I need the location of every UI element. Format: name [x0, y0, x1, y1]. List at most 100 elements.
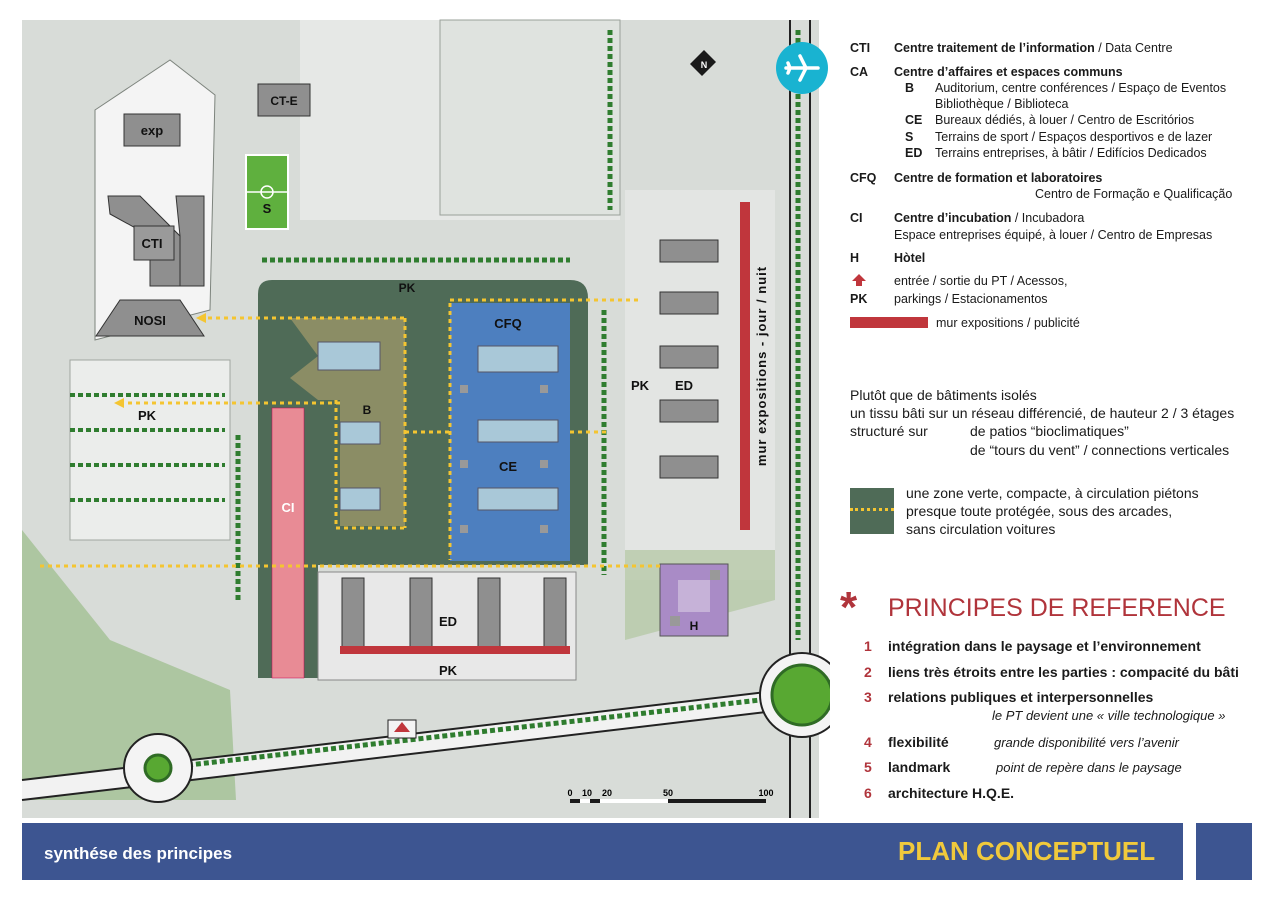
label-ed-bottom: ED [439, 614, 457, 629]
footer-bar-end [1196, 823, 1252, 880]
scale-tick-10: 10 [582, 788, 592, 798]
legend-ca-item-b: Auditorium, centre conférences / Espaço … [935, 81, 1227, 95]
asterisk-icon: * [840, 583, 858, 632]
principle-3-text: relations publiques et interpersonnelles [888, 689, 1154, 705]
label-wall-text: mur expositions - jour / nuit [754, 266, 769, 466]
legend-cfq-sub: Centro de Formação e Qualificação [1035, 187, 1233, 201]
scale-tick-100: 100 [758, 788, 773, 798]
site-plan: exp CTI NOSI CT-E PK S PK B CFQ CE CI ED… [21, 19, 830, 818]
tower-1 [460, 385, 468, 393]
concept-line-2: un tissu bâti sur un réseau différencié,… [850, 405, 1235, 421]
hotel-tower-1 [710, 570, 720, 580]
principle-4-num: 4 [864, 734, 872, 750]
hotel-patio [678, 580, 710, 612]
label-cti: CTI [142, 236, 163, 251]
legend-ca-title: Centre d’affaires et espaces communs [894, 65, 1123, 79]
building-nosi [95, 299, 205, 337]
tower-5 [460, 525, 468, 533]
legend-ci-line1: Centre d’incubation / Incubadora [894, 210, 1084, 226]
principle-2-num: 2 [864, 664, 872, 680]
label-h: H [690, 619, 699, 633]
principle-5-note: point de repère dans le paysage [996, 760, 1182, 775]
green-zone-line-1: une zone verte, compacte, à circulation … [906, 485, 1199, 501]
label-ci: CI [282, 500, 295, 515]
patio-b-3 [339, 487, 381, 511]
concept-line-4: de “tours du vent” / connections vertica… [970, 442, 1230, 458]
scale-bar-segment-2 [600, 799, 668, 803]
legend-ca-item-ed-abbr: ED [905, 146, 923, 160]
tower-3 [460, 460, 468, 468]
legend-ca-item-ce: Bureaux dédiés, à louer / Centro de Escr… [935, 113, 1195, 127]
ed-east-building-3 [659, 345, 719, 369]
label-north: N [701, 60, 708, 70]
legend-access: entrée / sortie du PT / Acessos, [894, 274, 1068, 288]
building-cti-frame-2 [175, 195, 205, 287]
scale-bar: 0 10 20 50 100 [567, 788, 774, 803]
legend-cfq-title: Centre de formation et laboratoires [894, 171, 1103, 185]
scale-tick-0: 0 [567, 788, 572, 798]
principle-3-num: 3 [864, 689, 872, 705]
legend-cti-abbr: CTI [850, 41, 871, 55]
legend-ca-item-library: Bibliothèque / Biblioteca [935, 97, 1069, 111]
principle-2-text: liens très étroits entre les parties : c… [888, 664, 1239, 680]
legend-ca-item-s: Terrains de sport / Espaços desportivos … [935, 130, 1213, 144]
wall-legend-swatch [850, 317, 928, 328]
label-ce: CE [499, 459, 517, 474]
green-slope-left [22, 530, 236, 800]
principle-3-note: le PT devient une « ville technologique … [992, 708, 1226, 723]
ed-east-building-1 [659, 239, 719, 263]
building-exp [123, 113, 181, 147]
west-parking-area [69, 359, 231, 541]
footer-bar [22, 823, 1183, 880]
legend-cfq-abbr: CFQ [850, 171, 877, 185]
principle-1-text: intégration dans le paysage et l’environ… [888, 638, 1201, 654]
tower-2 [540, 385, 548, 393]
principles-title: PRINCIPES DE REFERENCE [888, 594, 1226, 622]
ed-east-building-4 [659, 399, 719, 423]
label-ct-e: CT-E [270, 94, 297, 108]
label-exp: exp [141, 123, 163, 138]
patio-b-2 [339, 421, 381, 445]
pedestrian-network [40, 298, 660, 568]
building-cti [133, 225, 175, 261]
legend-ci-sub1: / Incubadora [1011, 211, 1085, 225]
principle-4-note: grande disponibilité vers l’avenir [994, 735, 1179, 750]
footer-subtitle: synthése des principes [44, 844, 233, 863]
patio-ce-1 [477, 419, 559, 443]
legend-ci-title: Centre d’incubation [894, 211, 1012, 225]
label-cfq: CFQ [494, 316, 521, 331]
label-pk-left: PK [138, 408, 157, 423]
roundabout-east-island [770, 663, 830, 727]
legend-ca-item-ce-abbr: CE [905, 113, 923, 127]
building-ct-e [257, 83, 311, 117]
label-pk-right: PK [631, 378, 650, 393]
patio-ce-2 [477, 487, 559, 511]
airplane-glyph [784, 54, 820, 82]
principle-5-num: 5 [864, 759, 872, 775]
green-zone-line-3: sans circulation voitures [906, 521, 1056, 537]
label-ed-right: ED [675, 378, 693, 393]
principle-5-text: landmark [888, 759, 951, 775]
label-b: B [363, 403, 372, 417]
legend-wall: mur expositions / publicité [936, 316, 1080, 330]
access-arrow-legend-icon [852, 274, 866, 286]
scale-bar-segment-1 [580, 799, 590, 803]
concept-line-3a: structuré sur [850, 423, 928, 439]
scale-tick-50: 50 [663, 788, 673, 798]
ed-south-building-3 [477, 577, 501, 651]
legend-pk: parkings / Estacionamentos [894, 292, 1048, 306]
building-cti-frame [107, 195, 181, 287]
label-nosi: NOSI [134, 313, 166, 328]
exhibition-wall-south [340, 646, 570, 654]
legend-ca-item-s-abbr: S [905, 130, 914, 144]
north-arrow-icon [690, 50, 716, 76]
legend-ca-item-b-abbr: B [905, 81, 915, 95]
patio-b-1 [317, 341, 381, 371]
tree-row-main-road [179, 697, 761, 769]
legend-pk-abbr: PK [850, 292, 868, 306]
access-arrow-icon [394, 722, 410, 732]
legend-cti-text: Centre traitement de l’information / Dat… [894, 40, 1173, 56]
building-ci [271, 407, 305, 679]
path-arrow-west-2 [114, 398, 124, 408]
legend-h-abbr: H [850, 251, 860, 265]
